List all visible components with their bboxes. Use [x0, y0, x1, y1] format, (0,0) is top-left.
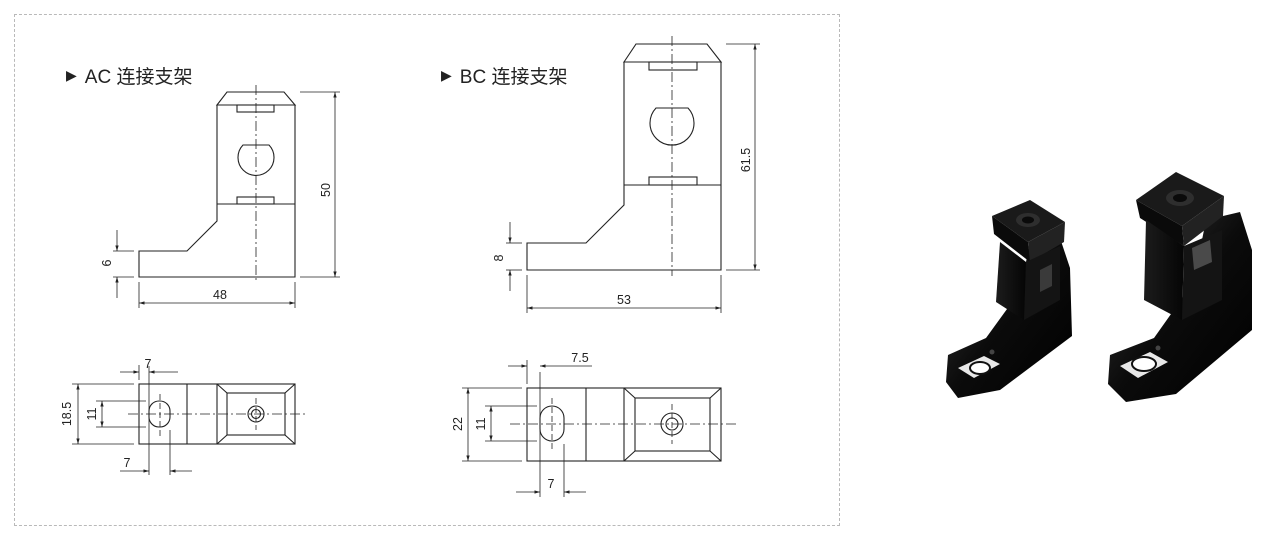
ac-dim-height: 50	[319, 183, 333, 197]
ac-dim-top-w: 7	[145, 357, 152, 371]
ac-title: AC 连接支架	[84, 67, 193, 88]
ac-dim-width: 48	[213, 288, 227, 302]
drawing-frame	[14, 14, 840, 526]
ac-top-view	[72, 365, 308, 475]
bc-dim-height: 61.5	[739, 148, 753, 172]
bc-top-view	[462, 360, 738, 497]
ac-body	[138, 104, 296, 278]
bc-body	[526, 61, 722, 271]
bc-dim-slot-w: 7	[548, 477, 555, 491]
ac-front-view	[113, 85, 340, 308]
bc-title: BC 连接支架	[459, 67, 568, 88]
ac-dim-slot-w: 7	[124, 456, 131, 470]
bc-cap	[622, 43, 723, 63]
ac-heading: ▶ AC 连接支架	[66, 62, 192, 89]
product-photo	[946, 172, 1252, 402]
bc-dim-slot-h: 11	[474, 417, 488, 430]
bc-dim-base: 8	[492, 254, 506, 261]
ac-dim-base: 6	[100, 259, 114, 266]
bc-dim-width: 53	[617, 293, 631, 307]
ac-bracket-photo	[946, 200, 1072, 398]
bc-dim-outer-h: 22	[451, 417, 465, 431]
ac-marker-icon: ▶	[66, 67, 77, 83]
bc-bracket-photo	[1108, 172, 1252, 402]
ac-dim-outer-h: 18.5	[60, 402, 74, 426]
bc-marker-icon: ▶	[441, 67, 452, 83]
bc-heading: ▶ BC 连接支架	[441, 62, 567, 89]
bc-front-view	[506, 36, 760, 313]
ac-dim-slot-h: 11	[85, 407, 99, 420]
bc-dim-top-w: 7.5	[571, 351, 588, 365]
